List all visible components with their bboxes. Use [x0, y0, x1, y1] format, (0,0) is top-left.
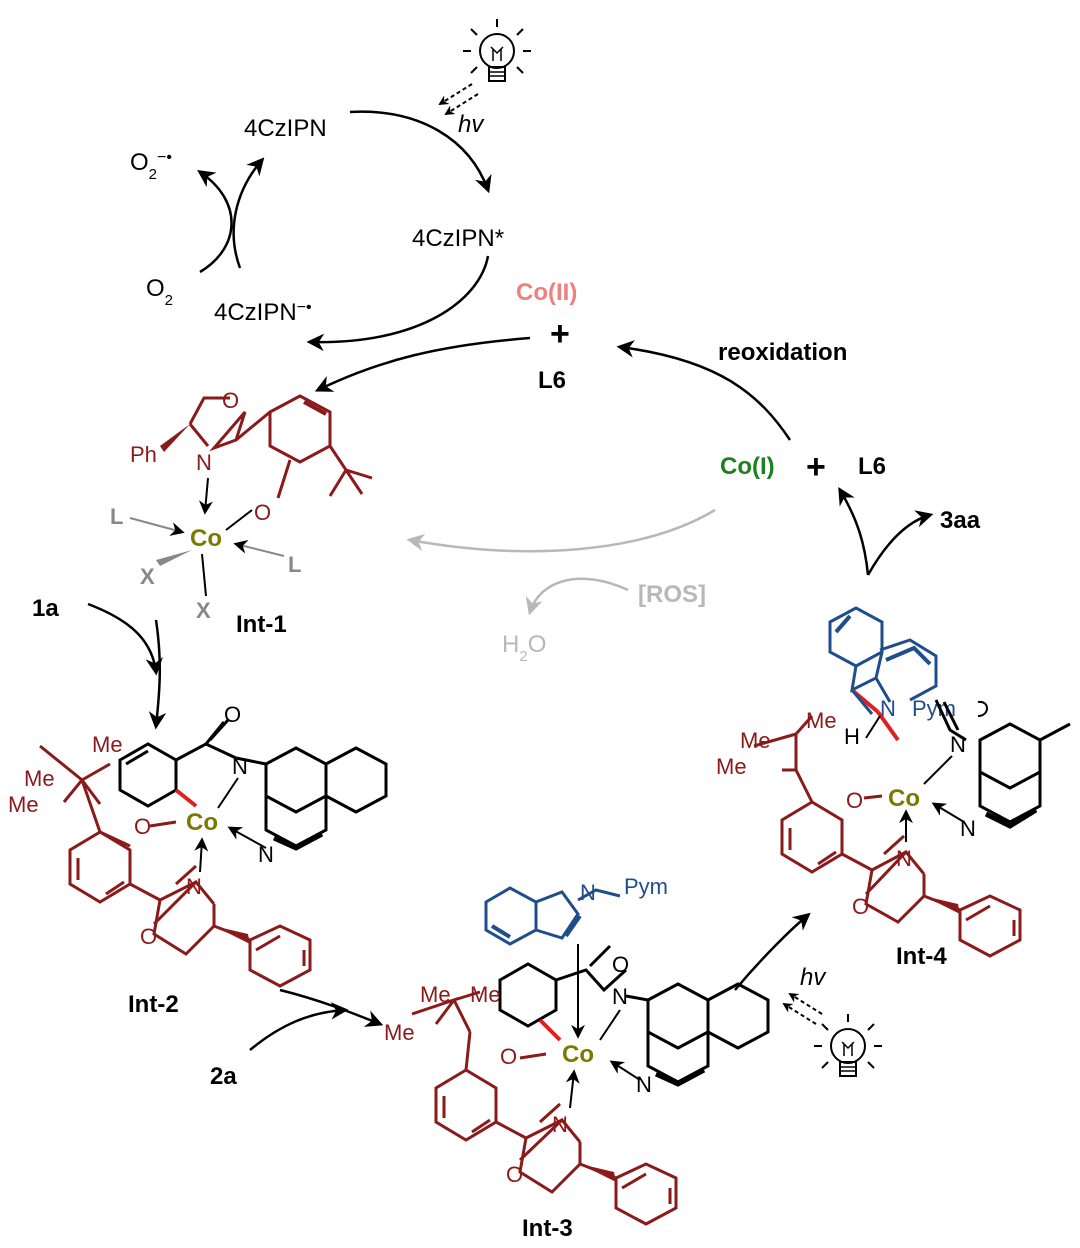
int3-n-amide: N: [612, 984, 628, 1009]
int2-o-ox: O: [140, 924, 157, 949]
int3-n-quin: N: [636, 1072, 652, 1097]
int2-me2: Me: [8, 792, 39, 817]
int4-me2: Me: [806, 708, 837, 733]
int2-n-ox: N: [186, 874, 202, 899]
plus-top: +: [550, 315, 570, 353]
hv-label-bottom: hv: [800, 964, 827, 991]
int3-me3: Me: [470, 982, 501, 1007]
ph-wedge: [160, 424, 190, 452]
int3-co: Co: [562, 1041, 594, 1068]
light-rays: [438, 83, 479, 116]
photocat-ground-state: 4CzIPN: [244, 115, 327, 142]
co-activation-arrow: [314, 336, 531, 392]
l6-right-label: L6: [858, 453, 886, 480]
cobalt-cycle: Co(II) + L6 reoxidation Co(I) + L6 [ROS]…: [32, 279, 981, 1090]
2a-addition-arrow: [249, 1002, 349, 1051]
int1-x-left: X: [140, 564, 155, 589]
int4-co: Co: [888, 785, 920, 812]
product-arrow: [866, 510, 934, 576]
photocat-reduced-state: 4CzIPN−•: [214, 299, 312, 327]
plus-right: +: [806, 448, 826, 486]
lightbulb-icon: [814, 1014, 882, 1077]
int4-n-quin: N: [960, 816, 976, 841]
int4-h: H: [844, 724, 860, 749]
ros-label: [ROS]: [638, 581, 706, 608]
int4-n-amide: N: [950, 732, 966, 757]
int1-structure: Ph O N O Co L L X X Int-1: [110, 388, 373, 638]
int2-o-phen: O: [134, 814, 151, 839]
substrate-2a-label: 2a: [210, 1063, 237, 1090]
int2-name: Int-2: [128, 991, 179, 1018]
int4-o-phen: O: [846, 788, 863, 813]
int3-me2: Me: [384, 1020, 415, 1045]
int3-me1: Me: [420, 982, 451, 1007]
set-arrow: [306, 255, 490, 352]
int1-to-int2-arrow: [148, 619, 167, 730]
int3-o-ox: O: [506, 1162, 523, 1187]
int3-o-phen: O: [500, 1044, 517, 1069]
int3-o-carbonyl: O: [612, 952, 629, 977]
int3-name: Int-3: [522, 1215, 573, 1242]
photocat-excited-state: 4CzIPN*: [412, 225, 504, 252]
int2-structure: O N Co N Me Me Me O N O Int-2: [8, 702, 388, 1018]
product-3aa-label: 3aa: [940, 507, 981, 534]
int4-n-pym: N: [880, 696, 896, 721]
int1-o-ring: O: [222, 388, 239, 413]
1a-addition-arrow: [87, 602, 163, 676]
reoxidation-arrow: [616, 340, 792, 441]
int3-structure: N Pym O N Co N: [384, 874, 770, 1242]
co1-label: Co(I): [720, 453, 775, 480]
int2-me1: Me: [24, 766, 55, 791]
int1-name: Int-1: [236, 611, 287, 638]
int4-pym: Pym: [912, 696, 956, 721]
o2-reduction-arrow: [197, 170, 233, 274]
lightbulb-icon: [463, 19, 531, 82]
hv-label: hv: [458, 111, 485, 138]
int3-n-ox: N: [552, 1112, 568, 1137]
int1-co: Co: [190, 525, 222, 552]
water-label: H2O: [502, 631, 546, 665]
int2-n-amide: N: [232, 754, 248, 779]
photocatalytic-cycle: hv 4CzIPN 4CzIPN* 4CzIPN−• O2−• O2: [130, 19, 531, 352]
light-rays-bottom: [782, 992, 823, 1025]
regeneration-arrow: [232, 157, 265, 269]
excitation-arrow: [349, 110, 492, 194]
int4-n-ox: N: [896, 846, 912, 871]
int3-to-int4-arrow: [734, 912, 811, 991]
reoxidation-label: reoxidation: [718, 339, 847, 366]
int2-me3: Me: [92, 732, 123, 757]
int4-me2b: Me: [716, 754, 747, 779]
int1-o-phen: O: [254, 500, 271, 525]
int4-me1: Me: [740, 728, 771, 753]
substrate-1a-label: 1a: [32, 595, 59, 622]
co2-label: Co(II): [516, 279, 577, 306]
release-arrow: [838, 486, 870, 576]
int3-n-indole: N: [580, 880, 596, 905]
int2-co: Co: [186, 809, 218, 836]
int2-n-quin: N: [258, 842, 274, 867]
superoxide-label: O2−•: [130, 149, 172, 183]
int3-pym: Pym: [624, 874, 668, 899]
int1-l-left: L: [110, 504, 123, 529]
ros-oxidation-arrow: [406, 508, 716, 553]
int4-name: Int-4: [896, 943, 947, 970]
int1-n: N: [196, 450, 212, 475]
int4-structure: N Pym H N Co N: [716, 606, 1071, 970]
int1-x-bottom: X: [196, 598, 211, 623]
oxygen-label: O2: [146, 275, 173, 309]
int1-ph: Ph: [130, 442, 157, 467]
int1-l-right: L: [288, 552, 301, 577]
int2-o-carbonyl: O: [224, 702, 241, 727]
int2-to-int3-arrow: [279, 988, 384, 1027]
int4-o-ox: O: [852, 894, 869, 919]
water-arrow: [525, 577, 629, 616]
l6-top-label: L6: [538, 367, 566, 394]
